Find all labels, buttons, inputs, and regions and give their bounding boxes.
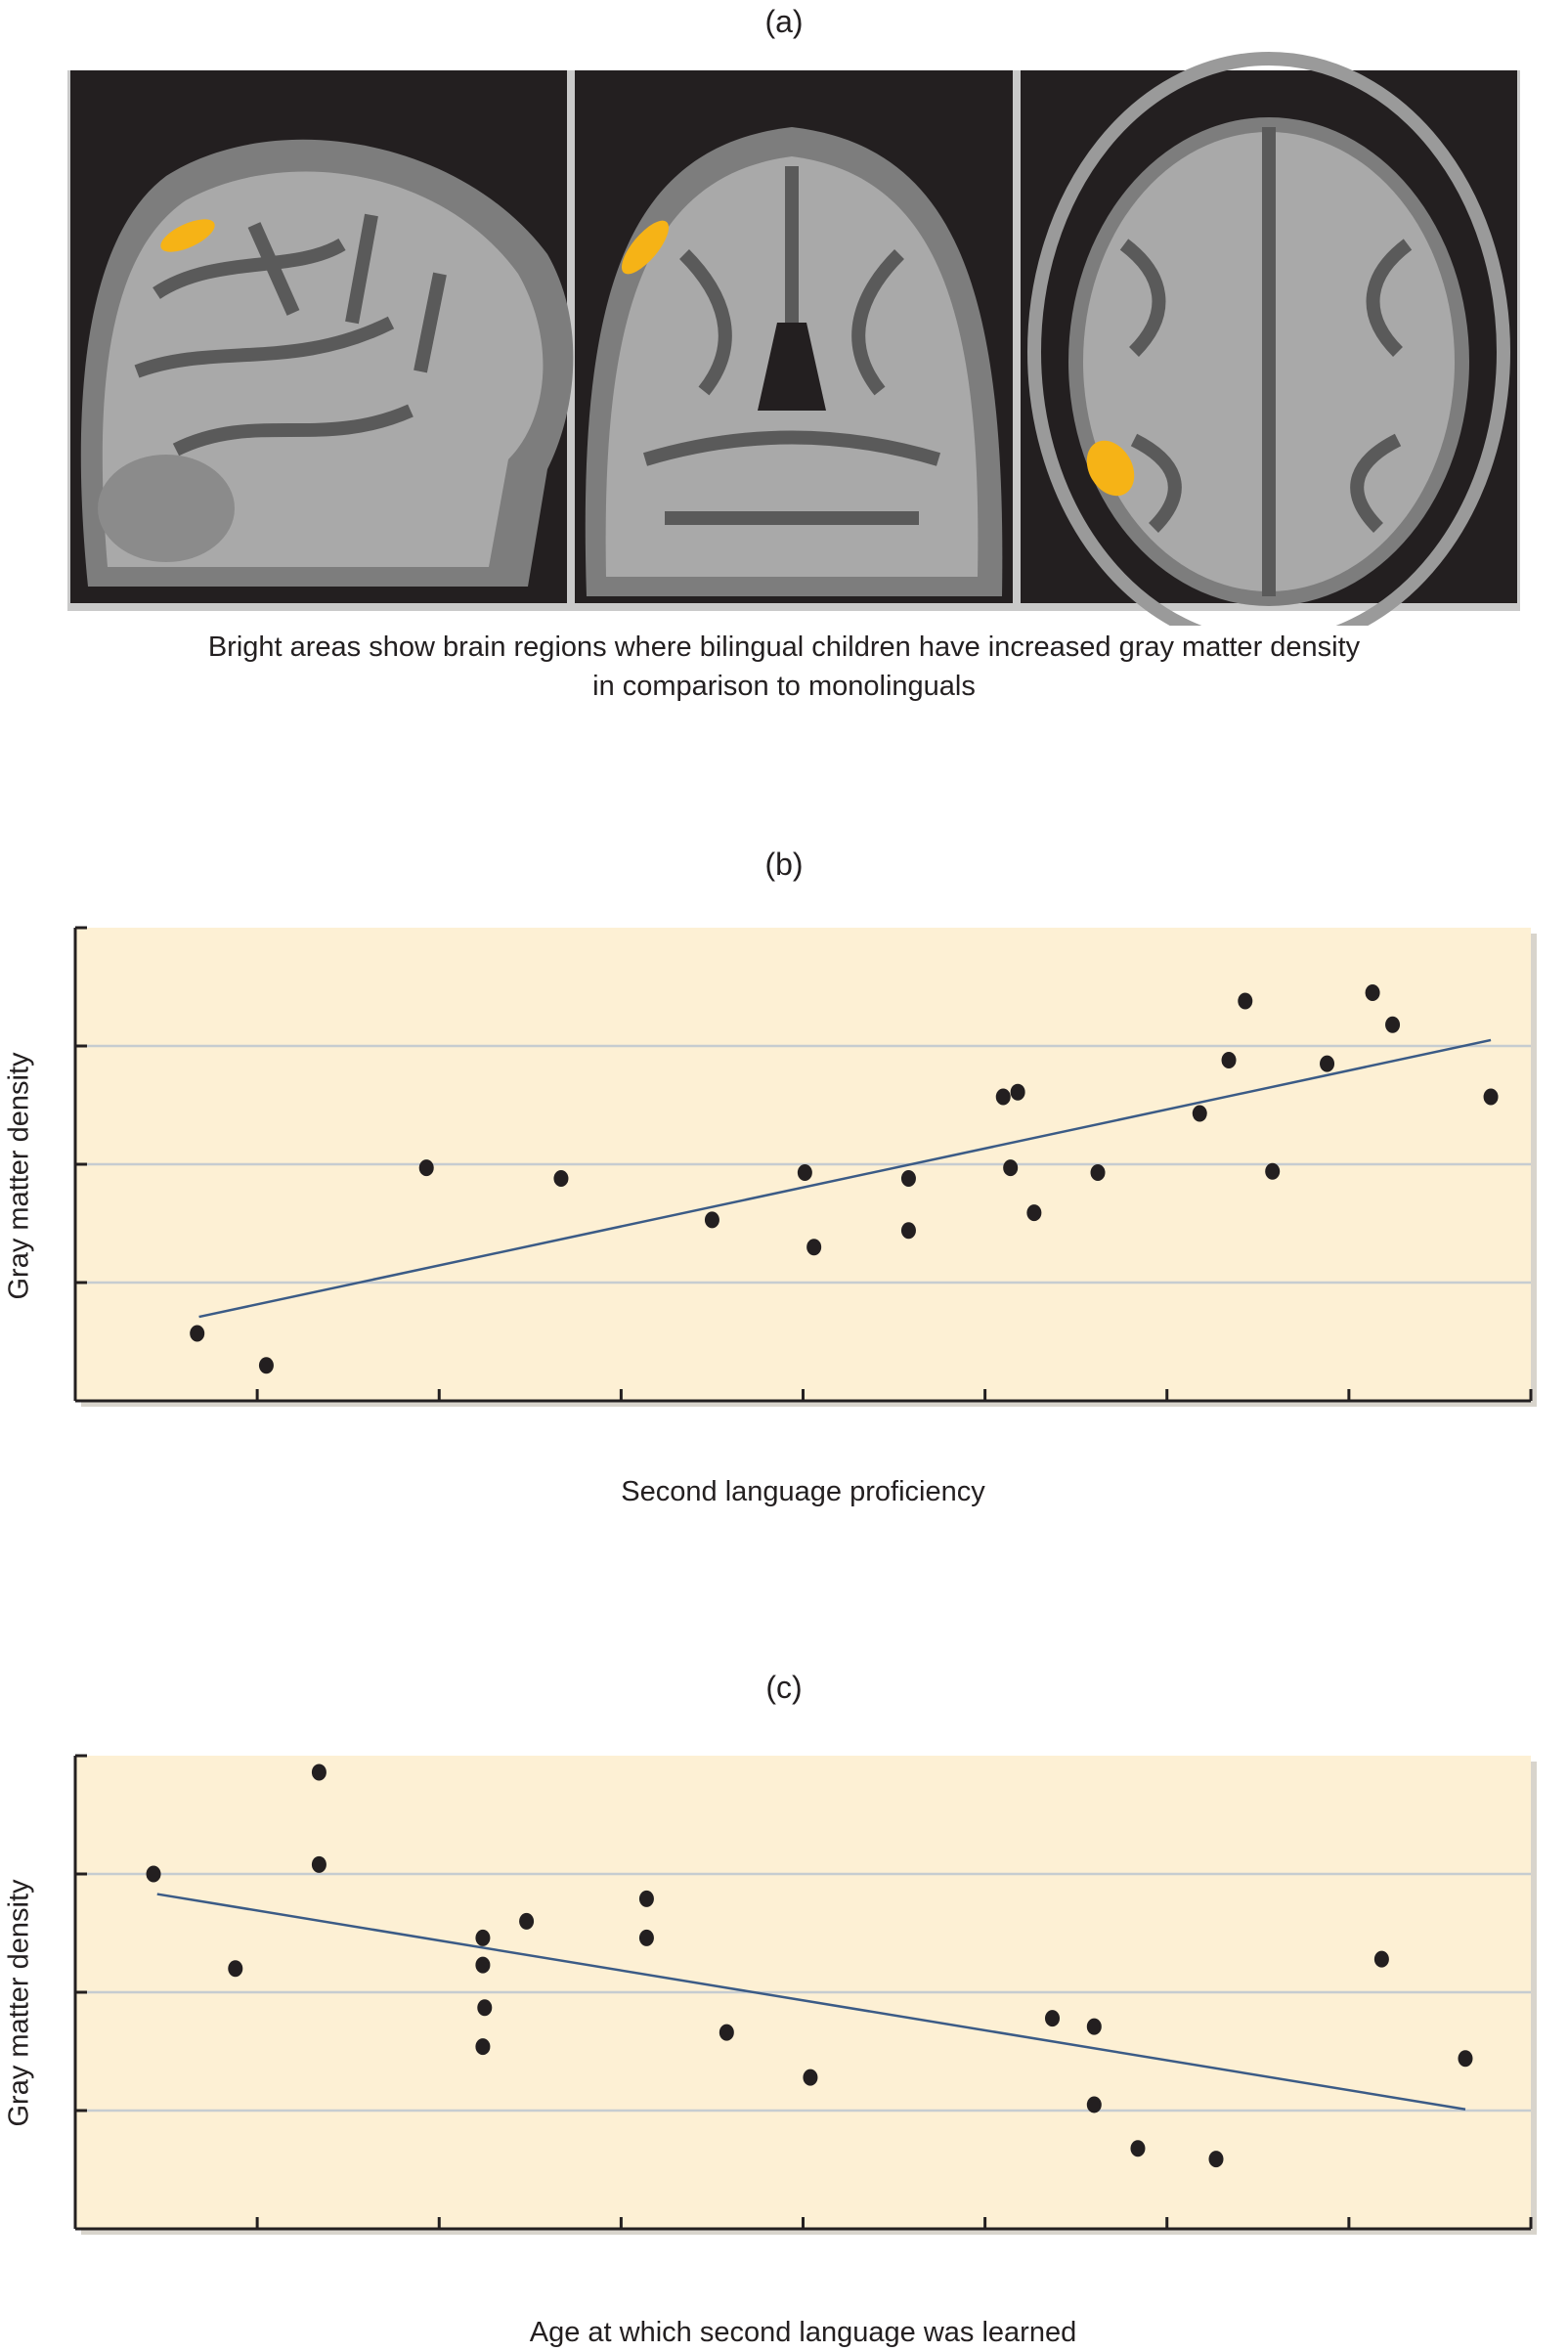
data-point: [1208, 2151, 1224, 2168]
data-point: [704, 1211, 719, 1229]
data-point: [1086, 2018, 1102, 2035]
data-point: [797, 1163, 812, 1181]
data-point: [1483, 1088, 1499, 1106]
data-point: [1385, 1016, 1401, 1033]
panel-a-label: (a): [764, 4, 804, 39]
data-point: [1365, 984, 1380, 1002]
data-point: [638, 1890, 654, 1907]
data-point: [475, 1929, 491, 1946]
data-point: [190, 1325, 205, 1342]
trend-line: [198, 1038, 1492, 1319]
data-point: [146, 1865, 161, 1883]
data-point: [900, 1170, 916, 1188]
brain-scan-axial: [1021, 52, 1517, 626]
data-point: [1373, 1950, 1389, 1968]
brain-scan-coronal: [575, 70, 1013, 603]
caption-line-1: Bright areas show brain regions where bi…: [207, 632, 1361, 663]
brain-scan-sagittal: [70, 70, 574, 603]
chart-c-y-axis-label: Gray matter density: [3, 1879, 35, 2127]
data-point: [1086, 2096, 1102, 2113]
data-point: [1130, 2140, 1146, 2157]
data-point: [1265, 1162, 1281, 1180]
chart-proficiency: [73, 926, 1537, 1407]
data-point: [258, 1357, 274, 1374]
data-point: [900, 1222, 916, 1240]
data-point: [719, 2024, 734, 2041]
data-point: [1458, 2050, 1473, 2068]
caption-line-2: in comparison to monolinguals: [592, 671, 976, 702]
data-point: [803, 2069, 818, 2086]
data-point: [995, 1088, 1011, 1106]
panel-c-label: (c): [765, 1670, 803, 1705]
data-point: [1320, 1055, 1335, 1072]
data-point: [553, 1170, 569, 1188]
data-point: [1090, 1163, 1106, 1181]
data-point: [311, 1855, 327, 1873]
chart-b-x-axis-label: Second language proficiency: [621, 1476, 985, 1507]
data-point: [1010, 1083, 1025, 1101]
data-point: [228, 1960, 243, 1978]
data-point: [311, 1764, 327, 1781]
data-point: [475, 2038, 491, 2056]
data-point: [1003, 1159, 1019, 1177]
data-point: [475, 1956, 491, 1974]
data-point: [1221, 1052, 1237, 1069]
data-point: [1192, 1105, 1207, 1122]
data-point: [418, 1159, 434, 1177]
chart-c-x-axis-label: Age at which second language was learned: [529, 2317, 1077, 2348]
data-point: [1026, 1204, 1042, 1222]
data-point: [1044, 2010, 1060, 2027]
data-point: [1238, 992, 1253, 1010]
chart-age-learned: [73, 1754, 1537, 2235]
panel-b-label: (b): [764, 847, 804, 882]
trend-line: [156, 1893, 1466, 2112]
data-point: [638, 1929, 654, 1946]
data-point: [477, 1999, 493, 2017]
chart-b-y-axis-label: Gray matter density: [3, 1052, 35, 1300]
panel-a-caption: Bright areas show brain regions where bi…: [0, 628, 1568, 706]
data-point: [519, 1912, 535, 1930]
brain-scans: [67, 52, 1520, 626]
data-point: [806, 1239, 822, 1256]
